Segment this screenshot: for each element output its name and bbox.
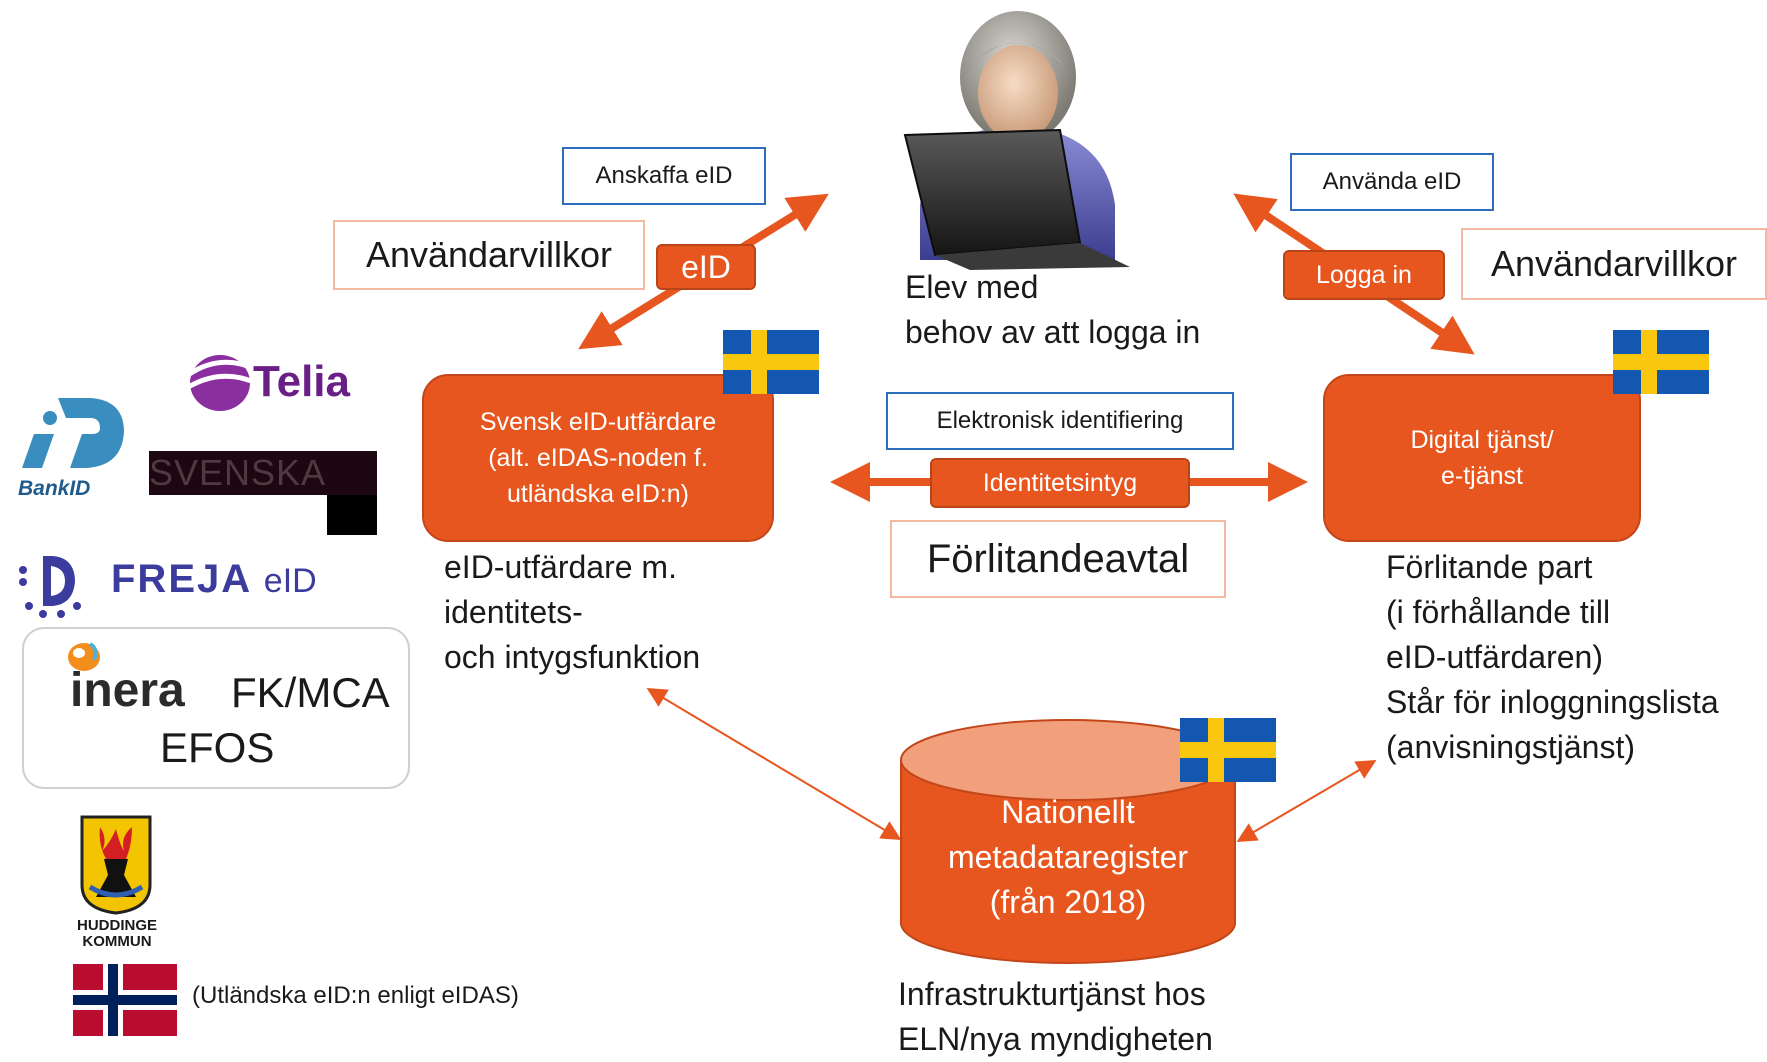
service-desc-line3: eID-utfärdaren) — [1386, 639, 1603, 675]
svenska-text: SVENSKA — [149, 452, 327, 493]
inera-card: inera FK/MCA EFOS — [22, 627, 410, 789]
service-desc-line4: Står för inloggningslista — [1386, 684, 1719, 720]
user-label-line1: Elev med — [905, 269, 1039, 305]
issuer-box-line1: Svensk eID-utfärdare — [479, 408, 717, 436]
metadata-registry-cylinder-icon — [900, 719, 1236, 964]
service-box-line1: Digital tjänst/ — [1410, 426, 1554, 454]
arrow-service-registry — [1236, 759, 1377, 843]
left-terms-box: Användarvillkor — [333, 220, 645, 290]
issuer-description: eID-utfärdare m. identitets- och intygsf… — [444, 545, 700, 680]
arrow-issuer-registry — [646, 687, 902, 841]
bankid-logo — [22, 398, 124, 468]
login-arrow-label: Logga in — [1283, 250, 1445, 300]
svenska-logo: SVENSKA — [149, 451, 377, 495]
sweden-flag-icon — [1180, 718, 1276, 782]
huddinge-line1: HUDDINGE — [76, 917, 157, 934]
registry-description: Infrastrukturtjänst hos ELN/nya myndighe… — [898, 972, 1213, 1062]
efos-text: EFOS — [160, 724, 275, 771]
service-desc-line1: Förlitande part — [1386, 549, 1593, 585]
foreign-eid-text: (Utländska eID:n enligt eIDAS) — [192, 982, 519, 1009]
user-label-line2: behov av att logga in — [905, 314, 1201, 350]
right-terms-text: Användarvillkor — [1490, 243, 1738, 284]
sweden-flag-icon — [1613, 330, 1709, 394]
user-at-laptop-icon — [903, 11, 1130, 270]
left-terms-text: Användarvillkor — [365, 234, 613, 275]
fk-mca-text: FK/MCA — [231, 669, 390, 716]
issuer-desc-line3: och intygsfunktion — [444, 639, 701, 675]
issuer-box-line3: utländska eID:n) — [506, 480, 690, 508]
identity-assertion-label: Identitetsintyg — [930, 458, 1190, 508]
acquire-eid-tag: Anskaffa eID — [562, 147, 766, 205]
telia-logo — [183, 355, 258, 411]
huddinge-line2: KOMMUN — [82, 933, 152, 950]
registry-desc-line2: ELN/nya myndigheten — [898, 1021, 1213, 1057]
reliance-agreement-text: Förlitandeavtal — [926, 536, 1190, 581]
huddinge-text: HUDDINGE KOMMUN — [72, 918, 162, 950]
acquire-eid-text: Anskaffa eID — [595, 162, 733, 189]
sweden-flag-icon — [723, 330, 819, 394]
bankid-text: BankID — [18, 477, 91, 500]
freja-logo-icon — [19, 556, 81, 618]
issuer-desc-line2: identitets- — [444, 594, 583, 630]
registry-line3: (från 2018) — [989, 884, 1147, 920]
registry-line1: Nationellt — [1001, 794, 1135, 830]
user-label: Elev med behov av att logga in — [905, 265, 1200, 355]
use-eid-text: Använda eID — [1322, 168, 1462, 195]
norway-flag-icon — [73, 964, 177, 1036]
electronic-identification-text: Elektronisk identifiering — [936, 407, 1184, 434]
use-eid-tag: Använda eID — [1290, 153, 1494, 211]
registry-desc-line1: Infrastrukturtjänst hos — [898, 976, 1206, 1012]
freja-name: FREJA — [111, 557, 251, 601]
eid-arrow-text: eID — [681, 248, 731, 285]
login-arrow-text: Logga in — [1316, 260, 1412, 289]
issuer-desc-line1: eID-utfärdare m. — [444, 549, 677, 585]
issuer-box-line2: (alt. eIDAS-noden f. — [488, 444, 708, 472]
service-description: Förlitande part (i förhållande till eID-… — [1386, 545, 1719, 770]
electronic-identification-tag: Elektronisk identifiering — [886, 392, 1234, 450]
digital-service-box: Digital tjänst/ e-tjänst — [1323, 374, 1641, 542]
issuer-box: Svensk eID-utfärdare (alt. eIDAS-noden f… — [422, 374, 774, 542]
inera-logo-icon — [68, 642, 100, 671]
svenska-logo-block — [327, 495, 377, 535]
service-desc-line5: (anvisningstjänst) — [1386, 729, 1635, 765]
right-terms-box: Användarvillkor — [1461, 228, 1767, 300]
freja-text: FREJA eID — [111, 557, 317, 602]
freja-suffix: eID — [263, 562, 317, 600]
registry-line2: metadataregister — [947, 839, 1189, 875]
telia-text: Telia — [253, 357, 351, 406]
reliance-agreement-box: Förlitandeavtal — [890, 520, 1226, 598]
inera-text: inera — [70, 664, 185, 717]
registry-text: Nationellt metadataregister (från 2018) — [898, 790, 1238, 925]
identity-assertion-text: Identitetsintyg — [982, 468, 1138, 497]
huddinge-coat-of-arms-icon — [80, 815, 152, 915]
service-desc-line2: (i förhållande till — [1386, 594, 1611, 630]
service-box-line2: e-tjänst — [1441, 462, 1523, 490]
eid-arrow-label: eID — [656, 244, 756, 290]
